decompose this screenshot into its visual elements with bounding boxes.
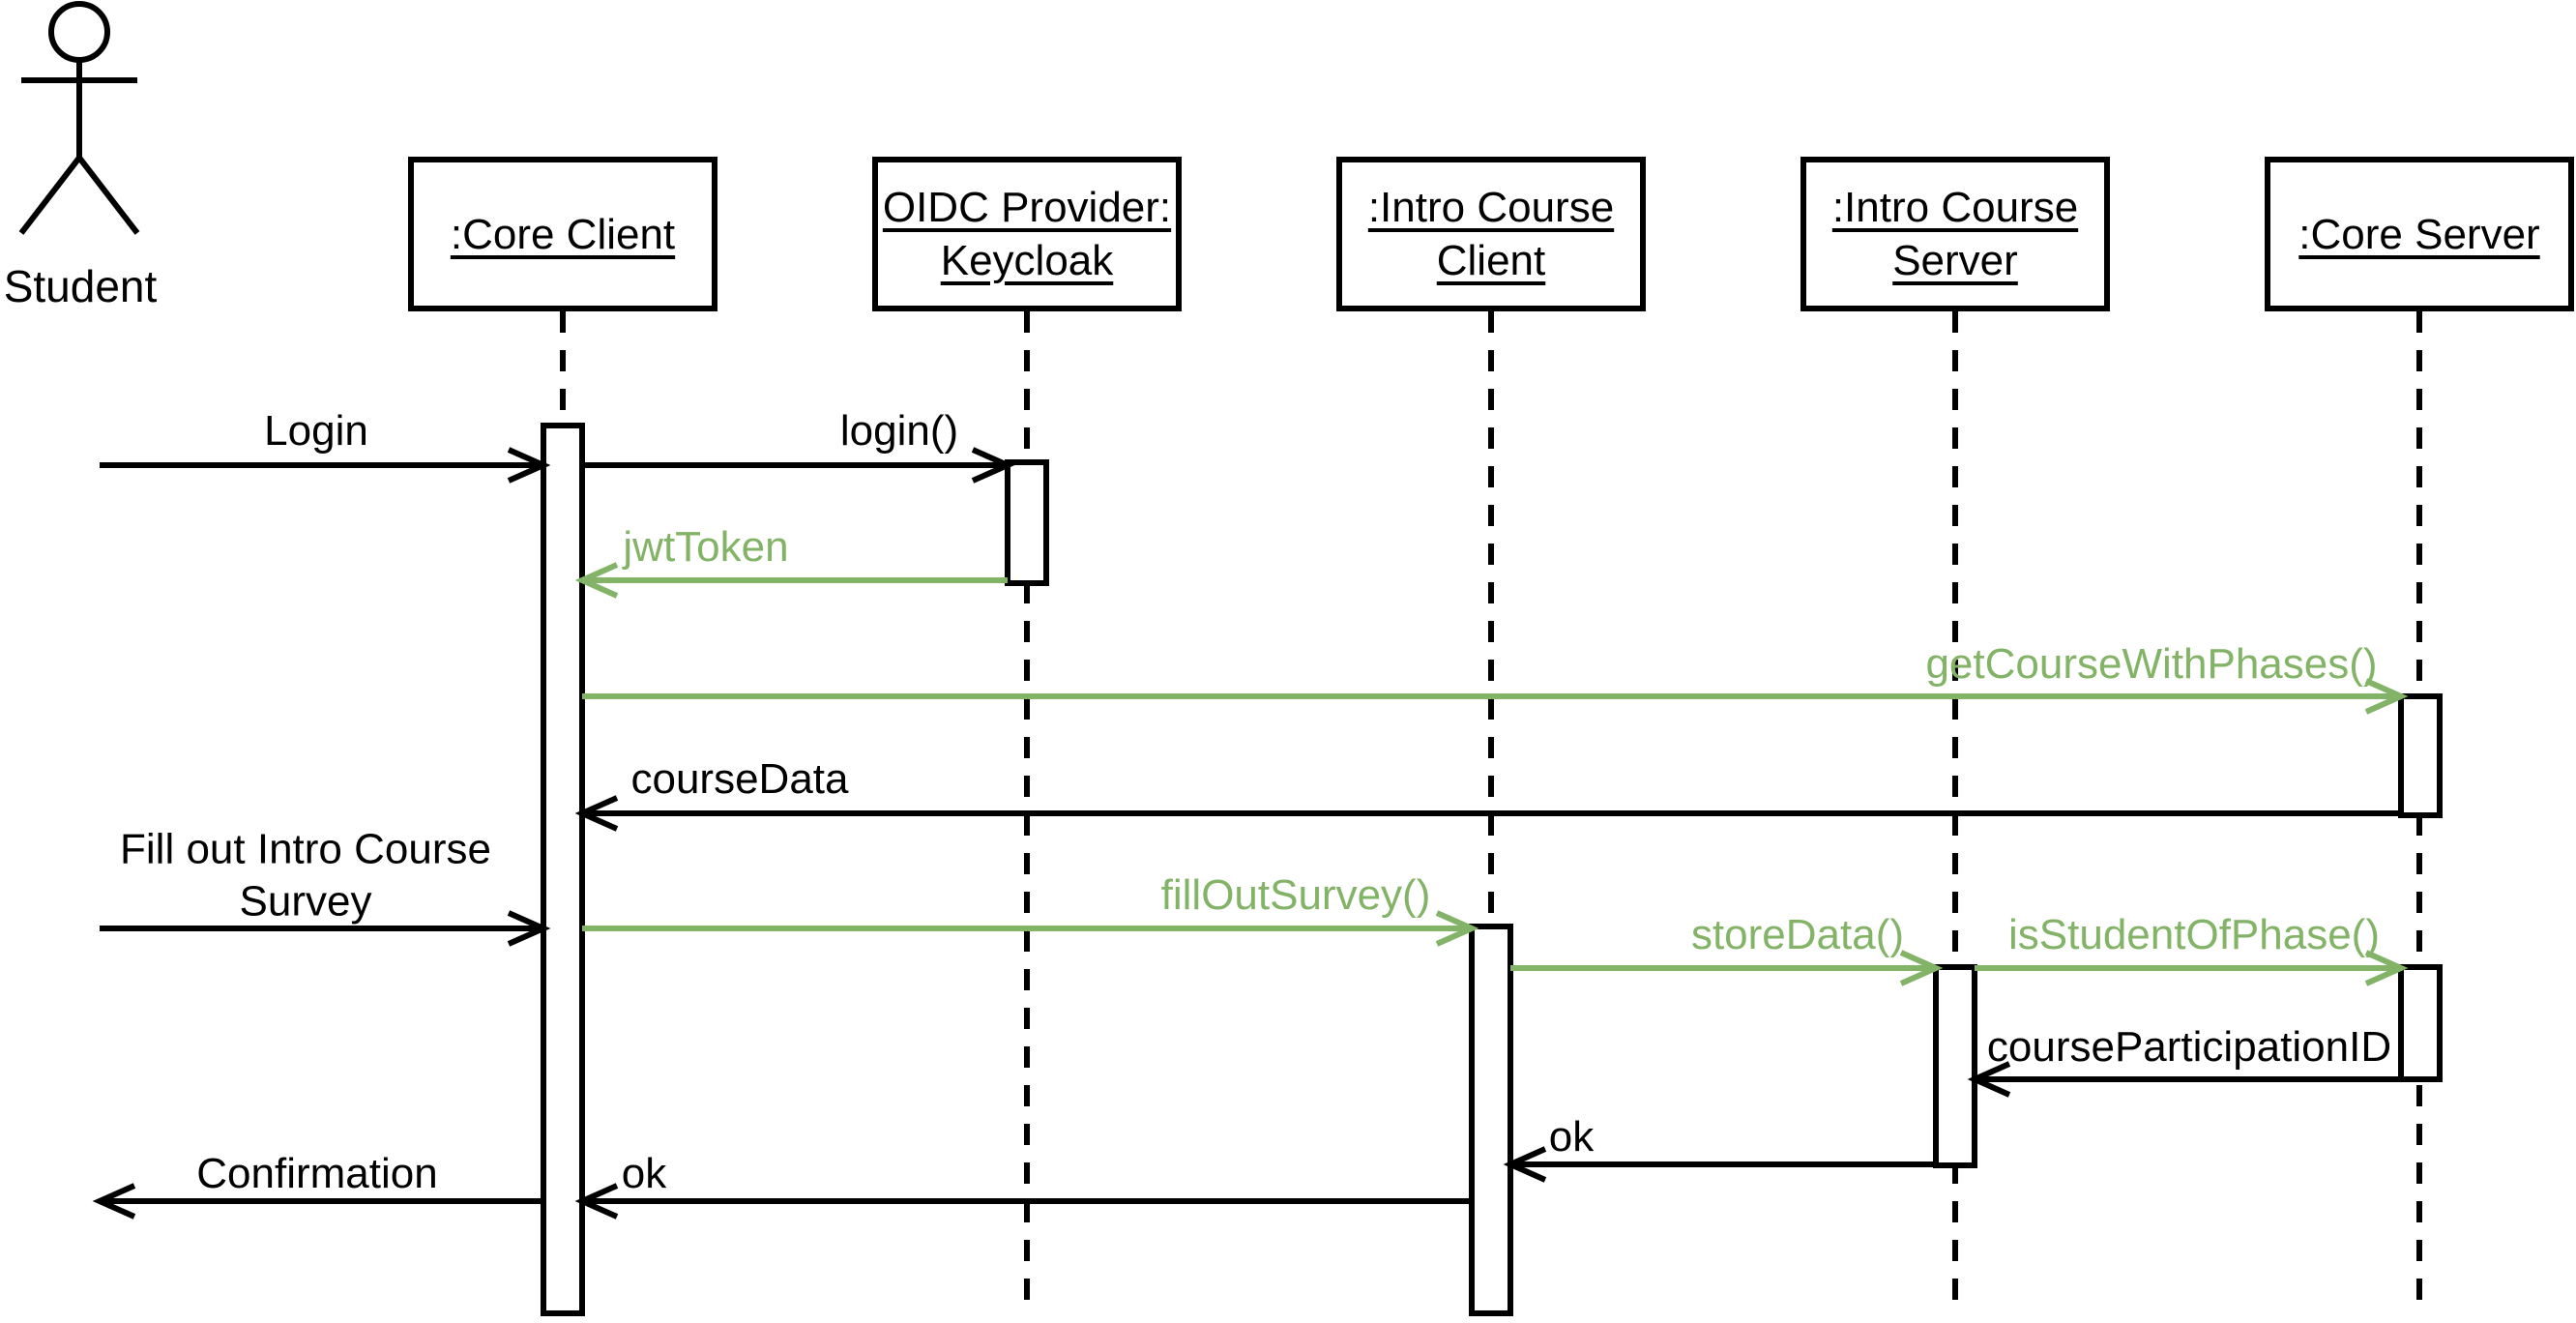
message-label-course-data: courseData xyxy=(630,755,849,803)
lifeline-head-core-server: :Core Server xyxy=(2265,157,2574,311)
activation-core-server-2 xyxy=(2398,964,2443,1082)
message-label-confirmation: Confirmation xyxy=(196,1150,438,1197)
message-label-login-call: login() xyxy=(839,407,959,455)
actor-head xyxy=(48,1,110,63)
lifeline-head-intro-course-server-label: :Intro Course Server xyxy=(1831,184,2079,284)
lifeline-head-intro-course-client: :Intro Course Client xyxy=(1336,157,1646,311)
lifeline-head-core-client-label: :Core Client xyxy=(450,210,676,258)
lifeline-head-core-client: :Core Client xyxy=(408,157,717,311)
lifeline-head-core-server-label: :Core Server xyxy=(2298,210,2540,258)
message-label-fill-out-survey-actor: Fill out Intro Course Survey xyxy=(120,825,491,925)
message-label-get-course-with-phases: getCourseWithPhases() xyxy=(1925,640,2378,688)
lifeline-head-intro-course-server: :Intro Course Server xyxy=(1800,157,2110,311)
lifeline-head-intro-course-client-label: :Intro Course Client xyxy=(1367,184,1615,284)
lifeline-head-oidc-keycloak: OIDC Provider: Keycloak xyxy=(872,157,1182,311)
message-label-is-student-of-phase: isStudentOfPhase() xyxy=(2008,911,2380,958)
arrow-course-data xyxy=(574,795,2401,832)
message-label-store-data: storeData() xyxy=(1690,911,1905,958)
arrow-login-call xyxy=(582,447,1015,484)
arrow-course-participation-id xyxy=(1967,1061,2401,1098)
activation-keycloak xyxy=(1005,459,1049,586)
arrow-ok-intro-server xyxy=(1503,1146,1936,1183)
message-label-jwt-token: jwtToken xyxy=(623,523,789,571)
lifeline-head-oidc-keycloak-label: OIDC Provider: Keycloak xyxy=(882,184,1172,284)
actor-label: Student xyxy=(3,261,158,311)
activation-intro-course-client xyxy=(1469,924,1513,1316)
message-label-ok-intro-client: ok xyxy=(621,1150,667,1197)
actor-student-icon xyxy=(18,1,140,235)
message-label-fill-out-survey-call: fillOutSurvey() xyxy=(1160,871,1431,919)
activation-core-server-1 xyxy=(2398,693,2443,818)
arrow-confirmation xyxy=(92,1183,543,1220)
activation-intro-course-server xyxy=(1933,964,1977,1168)
arrow-get-course-with-phases xyxy=(582,678,2409,715)
message-label-login: Login xyxy=(264,407,368,455)
arrow-jwt-token xyxy=(574,562,1008,599)
arrow-login xyxy=(100,447,551,484)
message-label-course-participation-id: courseParticipationID xyxy=(1986,1023,2392,1071)
arrow-fill-out-survey-actor xyxy=(100,910,551,947)
arrow-ok-intro-client xyxy=(574,1183,1472,1220)
arrow-store-data xyxy=(1510,950,1944,986)
actor-leg-left xyxy=(18,156,82,235)
arrow-is-student-of-phase xyxy=(1975,950,2409,986)
activation-core-client xyxy=(541,423,585,1316)
actor-leg-right xyxy=(76,156,140,235)
arrow-fill-out-survey-call xyxy=(582,910,1479,947)
message-label-ok-intro-server: ok xyxy=(1548,1113,1595,1161)
